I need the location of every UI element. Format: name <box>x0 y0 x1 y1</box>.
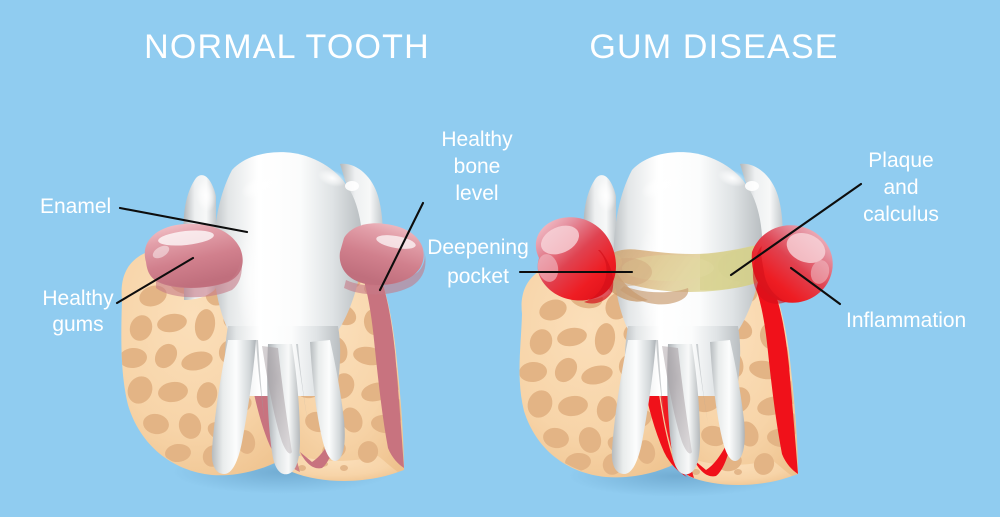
normal-tooth-illustration <box>121 152 426 494</box>
title-gum-disease: GUM DISEASE <box>589 28 838 66</box>
leader-lines <box>115 182 863 306</box>
label-enamel: Enamel <box>40 195 111 218</box>
annotation-labels: Enamel Healthy gums Healthy bone level D… <box>40 128 966 336</box>
label-deepening-pocket-line1: Deepening <box>427 236 529 259</box>
label-plaque-and-calculus-line3: calculus <box>863 203 939 226</box>
label-plaque-and-calculus-line2: and <box>883 176 918 199</box>
label-deepening-pocket-line2: pocket <box>447 265 509 288</box>
label-healthy-bone-level-line3: level <box>455 182 498 205</box>
label-healthy-gums-line1: Healthy <box>42 287 114 310</box>
label-plaque-and-calculus-line1: Plaque <box>868 149 933 172</box>
label-healthy-bone-level-line2: bone <box>454 155 501 178</box>
label-healthy-gums-line2: gums <box>52 313 103 336</box>
title-normal-tooth: NORMAL TOOTH <box>144 28 430 66</box>
leader-enamel <box>118 206 249 234</box>
leader-healthy-bone-level <box>378 201 425 292</box>
label-inflammation: Inflammation <box>846 309 966 332</box>
leader-healthy-gums <box>115 256 195 305</box>
label-healthy-bone-level-line1: Healthy <box>441 128 513 151</box>
leader-plaque-and-calculus <box>729 182 863 277</box>
leader-inflammation <box>789 266 842 306</box>
